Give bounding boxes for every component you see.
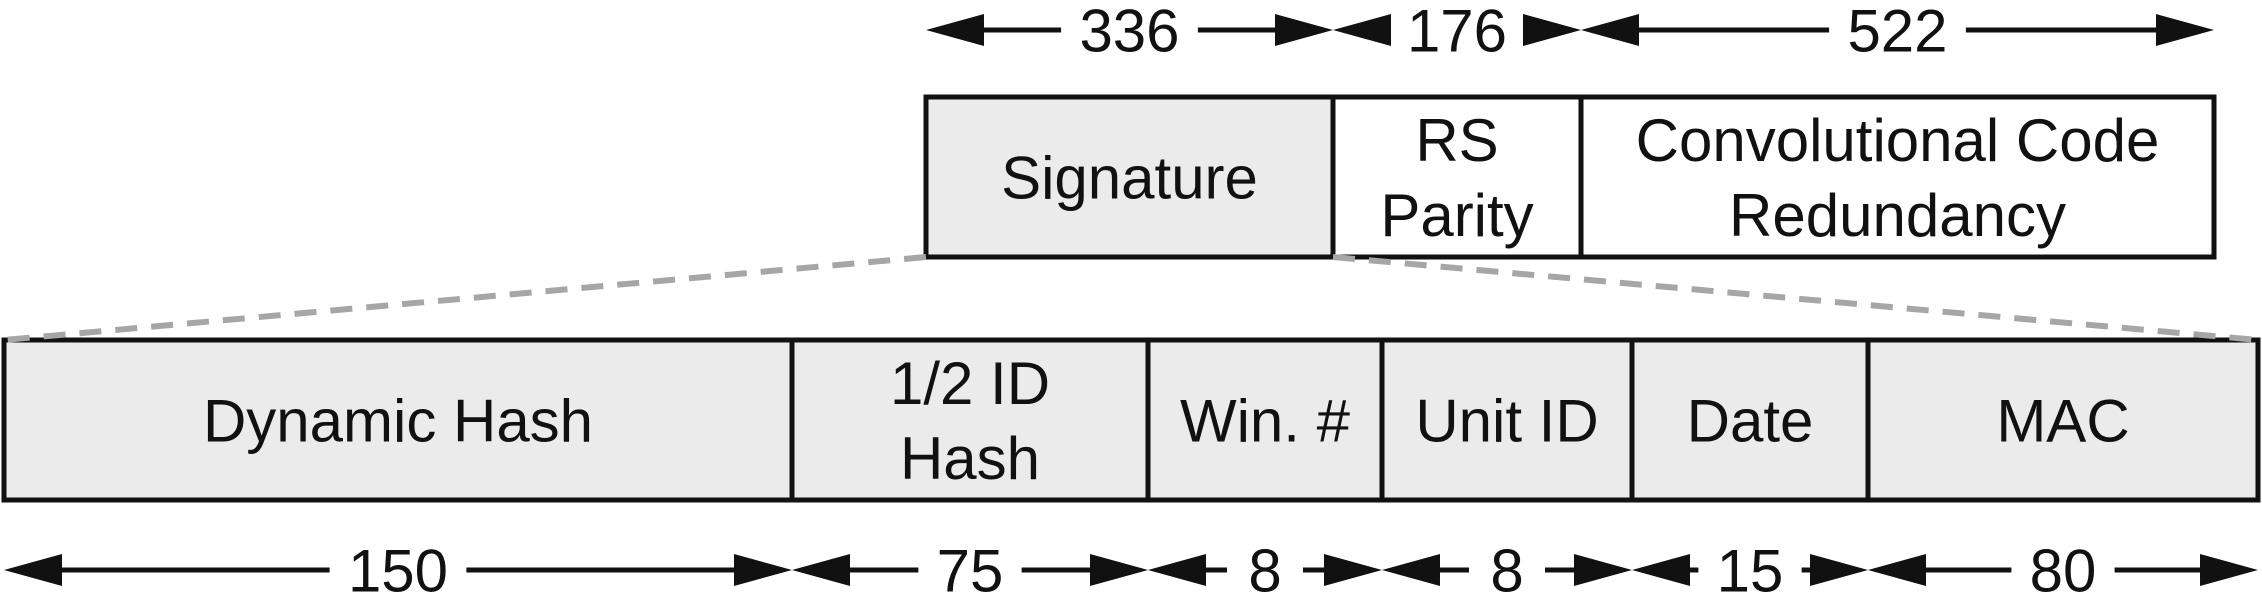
rs-parity-field <box>1330 94 1584 260</box>
dimension-arrow: 80 <box>1868 538 2258 605</box>
date-field <box>1629 337 1871 503</box>
arrowhead-left-icon <box>792 554 850 586</box>
win-label: Win. # <box>1180 388 1351 455</box>
arrowhead-right-icon <box>1574 554 1632 586</box>
unit-id-label: Unit ID <box>1415 388 1598 455</box>
arrowhead-right-icon <box>1090 554 1148 586</box>
field-width-label: 8 <box>1248 538 1281 605</box>
1-2-id-hash-label: Hash <box>900 425 1040 492</box>
arrowhead-left-icon <box>926 14 984 46</box>
1-2-id-hash-label: 1/2 ID <box>890 350 1050 417</box>
dimension-arrow: 336 <box>926 0 1333 65</box>
field-width-label: 8 <box>1490 538 1523 605</box>
field-width-label: 522 <box>1847 0 1947 65</box>
rs-parity-label: RS <box>1415 107 1498 174</box>
rs-parity-label: Parity <box>1380 182 1533 249</box>
dimension-arrow: 150 <box>4 538 792 605</box>
dynamic-hash-label: Dynamic Hash <box>203 388 593 455</box>
arrowhead-right-icon <box>1523 14 1581 46</box>
dimension-arrow: 8 <box>1148 538 1382 605</box>
expansion-dashed-line <box>3 254 927 343</box>
date-label: Date <box>1687 388 1814 455</box>
dimension-arrow: 8 <box>1382 538 1632 605</box>
dimension-arrow: 75 <box>792 538 1148 605</box>
field-width-label: 15 <box>1717 538 1784 605</box>
arrowhead-right-icon <box>2200 554 2258 586</box>
arrowhead-left-icon <box>1581 14 1639 46</box>
convolutional-code-redundancy-field <box>1578 94 2217 260</box>
arrowhead-right-icon <box>1275 14 1333 46</box>
unit-id-field <box>1379 337 1635 503</box>
field-width-label: 150 <box>348 538 448 605</box>
convolutional-code-redundancy-label: Redundancy <box>1729 182 2066 249</box>
arrowhead-left-icon <box>1632 554 1690 586</box>
signature-label: Signature <box>1001 145 1258 212</box>
arrowhead-left-icon <box>1148 554 1206 586</box>
signature-field <box>923 94 1336 260</box>
mac-field <box>1865 337 2261 503</box>
field-width-label: 80 <box>2030 538 2097 605</box>
arrowhead-right-icon <box>1810 554 1868 586</box>
field-width-label: 176 <box>1407 0 1507 65</box>
dimension-arrow: 15 <box>1632 538 1868 605</box>
convolutional-code-redundancy-label: Convolutional Code <box>1636 107 2160 174</box>
field-width-label: 336 <box>1079 0 1179 65</box>
arrowhead-right-icon <box>1324 554 1382 586</box>
arrowhead-left-icon <box>1333 14 1391 46</box>
field-width-label: 75 <box>937 538 1004 605</box>
win-field <box>1145 337 1385 503</box>
mac-label: MAC <box>1996 388 2129 455</box>
expansion-dashed-line <box>1332 254 2259 343</box>
arrowhead-right-icon <box>2156 14 2214 46</box>
arrowhead-left-icon <box>1868 554 1926 586</box>
arrowhead-right-icon <box>734 554 792 586</box>
arrowhead-left-icon <box>1382 554 1440 586</box>
dimension-arrow: 522 <box>1581 0 2214 65</box>
1-2-id-hash-field <box>789 337 1151 503</box>
dimension-arrow: 176 <box>1333 0 1581 65</box>
arrowhead-left-icon <box>4 554 62 586</box>
